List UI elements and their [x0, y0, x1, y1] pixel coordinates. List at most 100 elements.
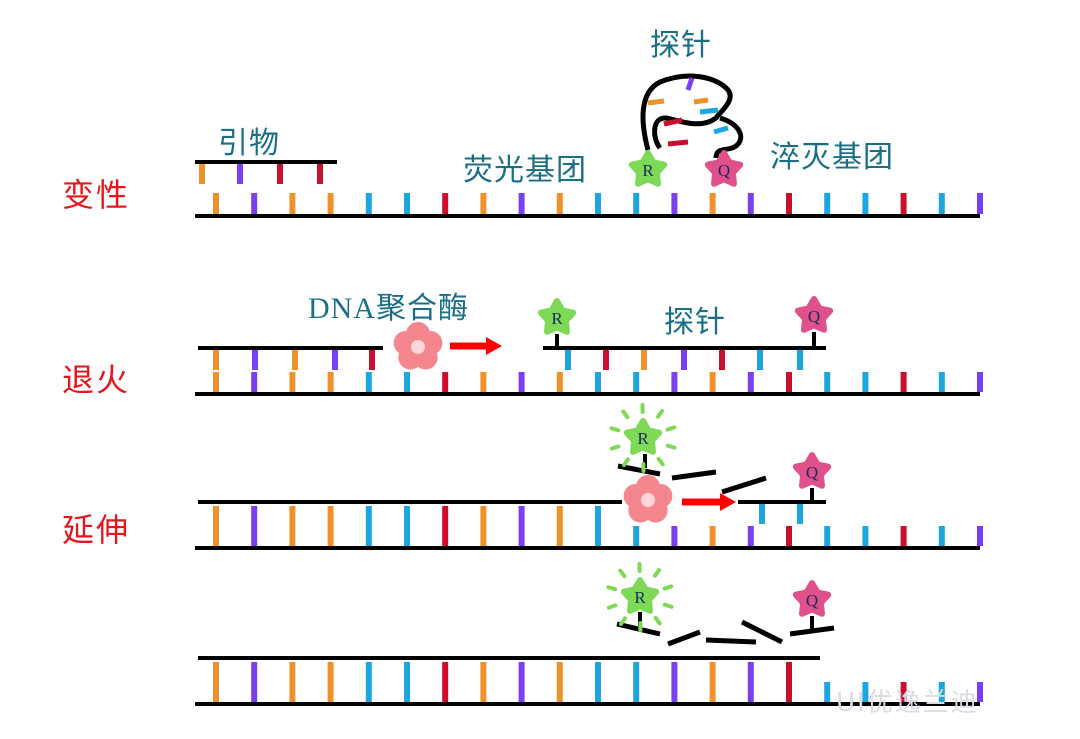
probe-fragment	[706, 640, 756, 642]
template-base	[977, 372, 983, 392]
direction-arrow-head	[486, 337, 502, 355]
probe-base	[648, 101, 664, 103]
template-base	[671, 526, 677, 546]
extended-base	[289, 662, 295, 682]
primer-base	[237, 164, 243, 184]
template-base	[939, 372, 945, 392]
template-base	[328, 526, 334, 546]
template-base	[289, 193, 295, 214]
probe-base	[719, 350, 725, 370]
primer-base	[317, 164, 323, 184]
template-base	[213, 372, 219, 392]
fluorescence-glow	[623, 412, 627, 418]
template-base	[404, 682, 410, 702]
fluorescence-glow	[624, 459, 628, 465]
template-base	[480, 526, 486, 546]
probe-base	[797, 504, 803, 524]
probe-base	[797, 350, 803, 370]
extended-base	[710, 662, 716, 682]
template-base	[404, 526, 410, 546]
primer-base	[252, 350, 258, 370]
template-base	[862, 372, 868, 392]
fluorescence-glow	[611, 428, 618, 430]
template-base	[328, 372, 334, 392]
reporter-dye-letter: R	[551, 309, 563, 328]
probe-label-anneal: 探针	[664, 297, 726, 341]
template-base	[251, 193, 257, 214]
template-base	[328, 193, 334, 214]
probe-base	[641, 350, 647, 370]
template-base	[519, 682, 525, 702]
primer-base	[332, 350, 338, 370]
fluorescence-glow	[659, 459, 663, 465]
template-base	[786, 372, 792, 392]
template-base	[289, 682, 295, 702]
template-base	[824, 682, 830, 702]
template-base	[557, 526, 563, 546]
template-base	[748, 682, 754, 702]
fluorescence-glow	[658, 411, 662, 417]
template-base	[748, 193, 754, 214]
reporter-group-label: 荧光基团	[463, 145, 587, 189]
probe-label: 探针	[650, 20, 712, 64]
extended-base	[633, 662, 639, 682]
template-base	[710, 372, 716, 392]
extended-base	[213, 662, 219, 682]
template-base	[480, 193, 486, 214]
fluorescence-glow	[608, 587, 615, 589]
template-base	[786, 682, 792, 702]
template-base	[862, 526, 868, 546]
template-base	[480, 372, 486, 392]
template-base	[519, 372, 525, 392]
extended-base	[519, 662, 525, 682]
probe-base	[700, 110, 718, 112]
template-base	[977, 193, 983, 214]
probe-fragment	[672, 472, 716, 478]
template-base	[251, 526, 257, 546]
probe-fragment	[668, 632, 700, 644]
extended-base	[519, 506, 525, 526]
template-base	[595, 193, 601, 214]
quencher-dye-letter: Q	[808, 307, 820, 326]
extended-base	[366, 506, 372, 526]
fluorescence-glow	[665, 605, 672, 607]
template-base	[442, 682, 448, 702]
extended-base	[442, 662, 448, 682]
reporter-dye-letter: R	[642, 161, 654, 180]
fluorescence-glow	[655, 570, 659, 576]
template-base	[289, 526, 295, 546]
fluorescence-glow	[612, 446, 619, 448]
quencher-dye-letter: Q	[806, 591, 818, 610]
quencher-dye-letter: Q	[718, 161, 730, 180]
primer-base	[277, 164, 283, 184]
template-base	[710, 526, 716, 546]
extended-base	[251, 662, 257, 682]
quencher-group-label: 淬灭基团	[770, 132, 894, 176]
template-base	[901, 526, 907, 546]
probe-base	[603, 350, 609, 370]
extended-base	[671, 662, 677, 682]
extended-base	[328, 506, 334, 526]
template-base	[671, 372, 677, 392]
template-base	[671, 682, 677, 702]
template-base	[862, 193, 868, 214]
primer-base	[199, 164, 205, 184]
probe-base	[714, 128, 728, 132]
extended-base	[786, 662, 792, 682]
fluorescence-glow	[665, 586, 672, 588]
extended-base	[404, 506, 410, 526]
primer-base	[292, 350, 298, 370]
template-base	[519, 526, 525, 546]
template-base	[977, 526, 983, 546]
base-ticks	[199, 164, 983, 702]
extended-base	[480, 506, 486, 526]
fluorescence-glow	[609, 605, 616, 607]
template-base	[786, 526, 792, 546]
extended-base	[595, 506, 601, 526]
polymerase-enzyme-center	[411, 340, 425, 354]
template-base	[442, 526, 448, 546]
probe-base	[565, 350, 571, 370]
probe-fragment	[618, 466, 660, 474]
probe-tail	[716, 118, 741, 158]
